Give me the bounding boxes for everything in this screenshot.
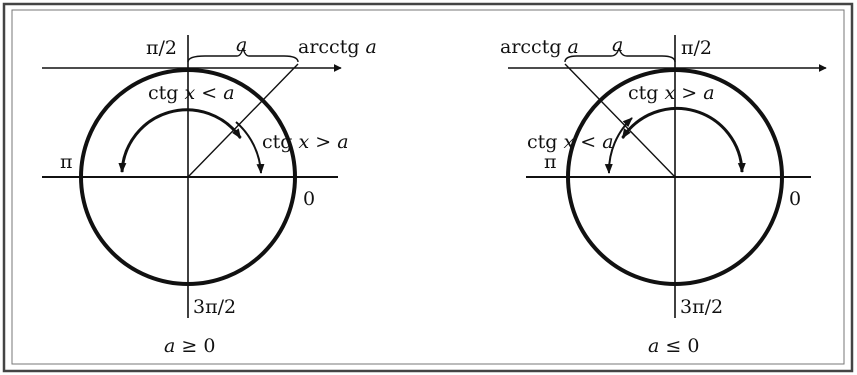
arccotangent-ray — [564, 63, 676, 178]
label-three-pi-half: 3π/2 — [193, 296, 236, 318]
label-a-width: a — [612, 34, 623, 56]
arccotangent-ray — [187, 63, 299, 178]
condition-a-nonnegative: a ≥ 0 — [164, 335, 215, 357]
label-ctg-greater: ctg x > a — [262, 131, 349, 153]
diagram-a-nonnegative: π/2 a arcctg a ctg x < a ctg x > a π 0 3… — [42, 34, 377, 357]
label-ctg-greater: ctg x > a — [628, 82, 715, 104]
label-a-width: a — [236, 34, 247, 56]
label-arccotangent: arcctg a — [500, 36, 579, 58]
solution-arc-greater — [621, 106, 746, 173]
solution-arc-less — [604, 117, 633, 174]
label-zero: 0 — [789, 188, 801, 210]
condition-a-nonpositive: a ≤ 0 — [648, 335, 699, 357]
solution-arc-greater — [235, 121, 265, 174]
label-pi-half: π/2 — [681, 37, 712, 59]
label-pi: π — [60, 151, 73, 173]
label-pi-half: π/2 — [146, 37, 177, 59]
label-arccotangent: arcctg a — [298, 36, 377, 58]
label-ctg-less: ctg x < a — [527, 131, 614, 153]
label-pi: π — [544, 151, 557, 173]
inner-frame — [11, 9, 845, 365]
diagram-a-nonpositive: arcctg a a π/2 ctg x > a ctg x < a π 0 3… — [500, 34, 827, 357]
unit-circle — [79, 68, 297, 286]
unit-circle — [566, 68, 784, 286]
label-ctg-less: ctg x < a — [148, 82, 235, 104]
solution-arc-less — [118, 108, 242, 173]
a-brace — [187, 47, 299, 63]
label-zero: 0 — [303, 188, 315, 210]
a-brace — [564, 47, 676, 63]
label-three-pi-half: 3π/2 — [680, 296, 723, 318]
